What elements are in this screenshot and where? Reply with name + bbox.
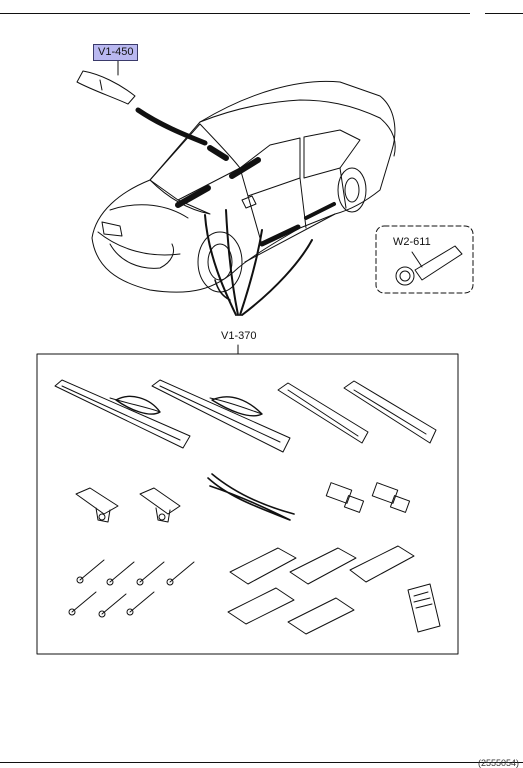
car-illustration [91, 80, 396, 293]
bracket-left [75, 487, 119, 523]
keyholder-part-number: W2-611 [393, 236, 431, 248]
footer-code: (2555054) [477, 758, 519, 768]
mirror-part [76, 56, 136, 105]
scuff-plate-rear-right [343, 380, 437, 444]
adhesive-pads [227, 545, 415, 635]
connector-right [371, 482, 411, 513]
keyholder-part [395, 245, 463, 286]
scuff-plate-front-left [54, 379, 191, 449]
screws [68, 559, 195, 618]
top-rule-short [485, 13, 523, 14]
instruction-booklet [407, 583, 441, 633]
bracket-right [139, 487, 181, 523]
mirror-part-number: V1-450 [93, 44, 139, 61]
connector-left [325, 482, 365, 513]
scuff-plate-rear-left [277, 382, 369, 444]
bottom-rule [0, 762, 523, 763]
scuff-plate-front-right [151, 379, 291, 453]
kit-part-number: V1-370 [221, 330, 257, 342]
top-rule [0, 13, 470, 14]
